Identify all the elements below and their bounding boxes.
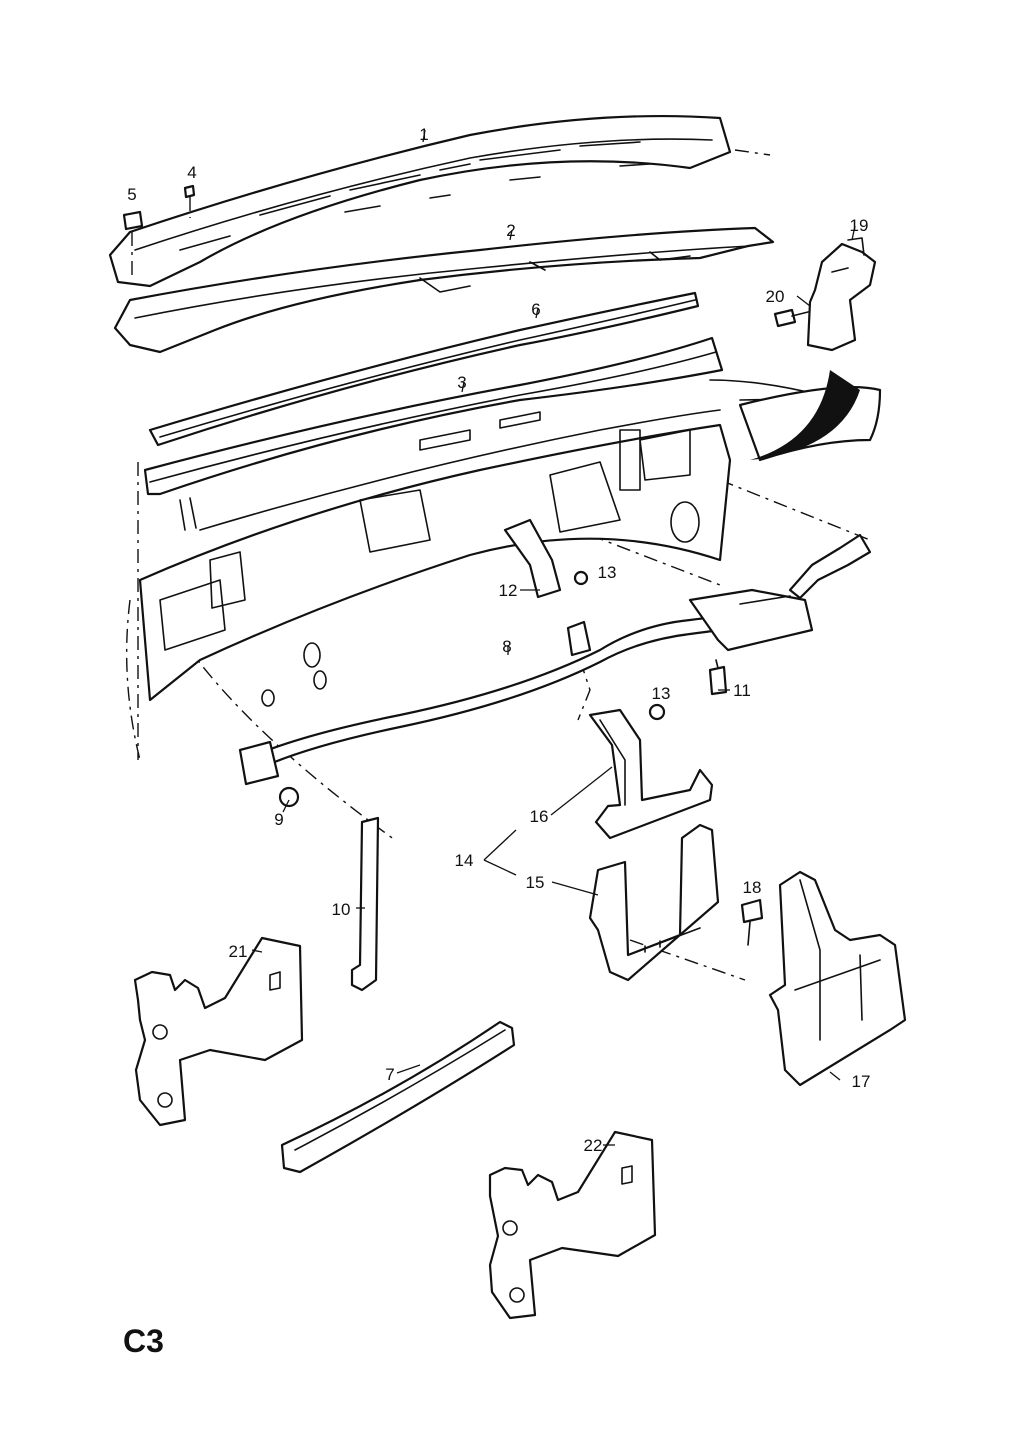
callout-6: 6 [531, 300, 540, 319]
callout-13-lower: 13 [652, 684, 671, 703]
callout-2: 2 [506, 221, 515, 240]
callout-7: 7 [385, 1065, 394, 1084]
part-6-trim-strip [148, 291, 700, 447]
callout-5: 5 [127, 185, 136, 204]
page-code: C3 [123, 1323, 164, 1359]
part-1-upper-dash-panel [108, 114, 732, 288]
callout-18: 18 [743, 878, 762, 897]
callout-16: 16 [530, 807, 549, 826]
callout-22: 22 [584, 1136, 603, 1155]
part-17-support-assembly [768, 870, 907, 1087]
part-10-strut [350, 816, 380, 992]
callout-13-upper: 13 [598, 563, 617, 582]
callout-21: 21 [229, 942, 248, 961]
callout-20: 20 [766, 287, 785, 306]
part-19-bracket [806, 237, 877, 352]
callout-15: 15 [526, 873, 545, 892]
part-13-nut-upper [573, 570, 589, 586]
callout-19: 19 [850, 216, 869, 235]
part-7-lower-trim-strip [280, 1020, 516, 1174]
part-21-mounting-plate [133, 936, 304, 1127]
part-13-nut-lower [648, 703, 666, 721]
part-12-bracket [503, 518, 562, 599]
callout-14: 14 [455, 851, 474, 870]
part-5-nut [122, 210, 144, 275]
part-4-screw [183, 184, 196, 218]
bulkhead-assembly [138, 370, 882, 707]
callout-labels: 1 2 3 4 5 6 7 8 9 10 11 12 13 13 14 15 1… [123, 125, 870, 1359]
part-18-bolt [740, 898, 764, 946]
callout-1: 1 [419, 125, 428, 144]
callout-4: 4 [187, 163, 196, 182]
callout-leaders [251, 129, 856, 1146]
part-20-screw [773, 308, 809, 328]
callout-3: 3 [457, 373, 466, 392]
callout-12: 12 [499, 581, 518, 600]
callout-9: 9 [274, 810, 283, 829]
part-3-seal [143, 336, 724, 531]
part-16-support-bracket [588, 708, 714, 840]
part-22-mounting-plate [488, 1130, 657, 1320]
part-9-nut [278, 786, 300, 808]
part-8-cross-tube [238, 533, 872, 786]
callout-11: 11 [733, 681, 751, 700]
part-15-support-frame [588, 823, 720, 982]
part-2-lower-dash-panel [113, 226, 775, 354]
part-11-bolt [708, 659, 728, 696]
callout-10: 10 [332, 900, 351, 919]
callout-17: 17 [852, 1072, 871, 1091]
callout-8: 8 [502, 637, 511, 656]
